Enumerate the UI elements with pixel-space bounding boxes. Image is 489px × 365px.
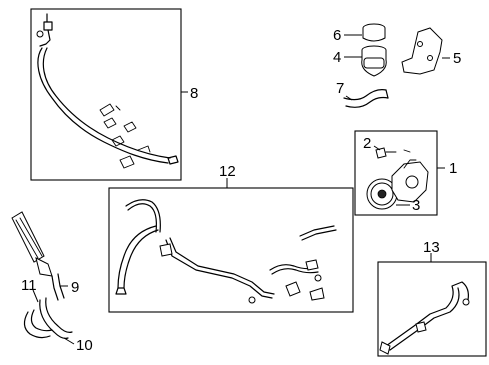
return-tube-assembly bbox=[115, 199, 337, 304]
pump-box: 2 1 3 bbox=[354, 130, 457, 216]
callout-8: 8 bbox=[190, 85, 198, 102]
callout-2: 2 bbox=[363, 135, 371, 152]
callout-9: 9 bbox=[71, 279, 79, 296]
callout-4: 4 bbox=[333, 49, 341, 66]
callout-10: 10 bbox=[76, 337, 93, 354]
callout-13: 13 bbox=[423, 239, 440, 256]
callout-5: 5 bbox=[453, 50, 461, 67]
return-hose-box: 13 bbox=[377, 239, 487, 357]
return-hose-frame bbox=[377, 261, 487, 357]
cooler-group: 9 11 10 bbox=[11, 211, 93, 354]
return-hose-assembly bbox=[379, 281, 470, 355]
callout-12: 12 bbox=[219, 163, 236, 180]
callout-6: 6 bbox=[333, 27, 341, 44]
callout-1: 1 bbox=[449, 160, 457, 177]
return-tube-box: 12 bbox=[108, 163, 354, 313]
pump-frame bbox=[354, 130, 438, 216]
pressure-hose-assembly bbox=[36, 13, 179, 169]
return-tube-frame bbox=[108, 187, 354, 313]
callout-11: 11 bbox=[21, 277, 37, 294]
callout-3: 3 bbox=[412, 197, 420, 214]
pressure-hose-box: 8 bbox=[30, 8, 198, 181]
callout-7: 7 bbox=[336, 80, 344, 97]
pressure-hose-frame bbox=[30, 8, 182, 181]
power-steering-pump bbox=[366, 147, 429, 210]
mounting-bracket: 5 bbox=[401, 27, 461, 75]
reservoir-group: 6 4 7 bbox=[333, 23, 389, 108]
